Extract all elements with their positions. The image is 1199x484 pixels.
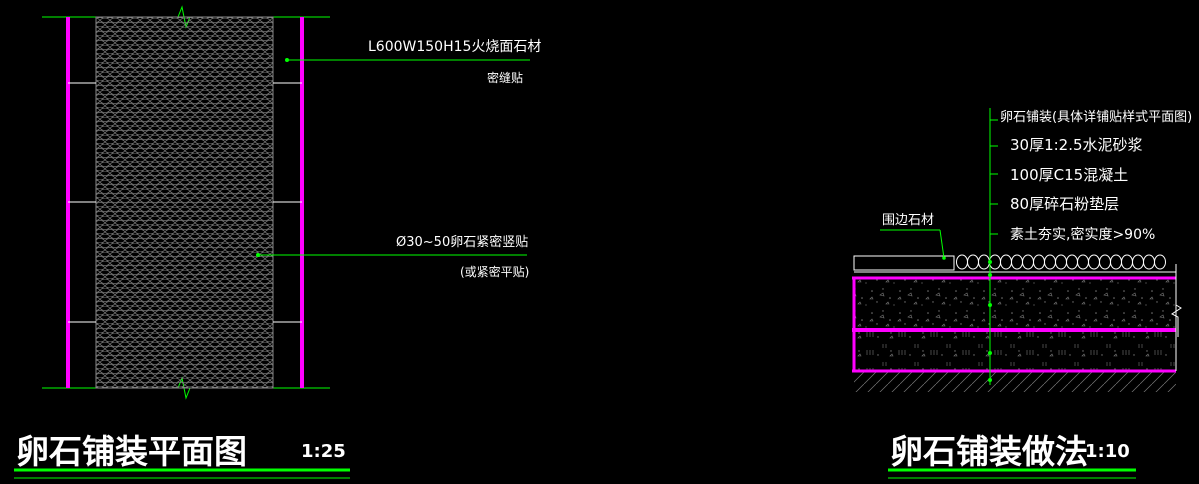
plan-callout-stone: L600W150H15火烧面石材	[368, 39, 541, 55]
plan-callout-pebble: Ø30~50卵石紧密竖贴	[396, 234, 528, 250]
section-pebble	[1011, 254, 1023, 270]
section-title: 卵石铺装做法	[890, 432, 1088, 471]
plan-view: L600W150H15火烧面石材 密缝贴 Ø30~50卵石紧密竖贴 (或紧密平贴…	[14, 5, 541, 479]
section-layer-label-5: 素土夯实,密实度>90%	[1010, 226, 1155, 243]
plan-callout-stone-leader	[285, 58, 530, 62]
section-pebble	[967, 254, 979, 270]
section-soil-layer	[854, 372, 1176, 392]
section-layer-label-4: 80厚碎石粉垫层	[1010, 195, 1119, 213]
section-pebble	[1000, 254, 1012, 270]
section-pebble	[1132, 254, 1144, 270]
section-leader-dots	[988, 260, 992, 382]
section-layer-label-3: 100厚C15混凝土	[1010, 166, 1128, 184]
section-edge-stone	[853, 255, 955, 271]
plan-callout-pebble-note: (或紧密平贴)	[460, 264, 529, 279]
section-scale: 1:10	[1085, 441, 1130, 462]
plan-title: 卵石铺装平面图	[16, 432, 247, 471]
plan-scale: 1:25	[301, 441, 346, 462]
section-pebble	[1088, 254, 1100, 270]
section-layer-label-1: 卵石铺装(具体详铺贴样式平面图)	[1000, 110, 1192, 125]
section-pebble	[1077, 254, 1089, 270]
section-edge-leader	[880, 229, 946, 260]
section-layer-label-2: 30厚1:2.5水泥砂浆	[1010, 136, 1143, 154]
section-view: 卵石铺装(具体详铺贴样式平面图) 30厚1:2.5水泥砂浆 100厚C15混凝土…	[852, 108, 1192, 479]
section-leader-ticks	[990, 119, 998, 235]
section-pebble	[1033, 254, 1045, 270]
section-pebble	[1055, 254, 1067, 270]
section-pebble	[1154, 254, 1166, 270]
section-pebble	[956, 254, 968, 270]
plan-callout-stone-note: 密缝贴	[487, 70, 523, 85]
plan-stone-strip-left	[66, 17, 96, 388]
section-pebble	[1110, 254, 1122, 270]
section-gravel-layer	[854, 330, 1176, 371]
section-pebble	[1099, 254, 1111, 270]
section-pebble	[1022, 254, 1034, 270]
section-concrete-layer	[854, 278, 1176, 330]
section-pebble	[1066, 254, 1078, 270]
section-pebble	[1044, 254, 1056, 270]
plan-stone-strip-right	[273, 17, 304, 388]
section-edge-label: 围边石材	[882, 213, 934, 228]
section-pebble-row	[956, 254, 1166, 270]
section-pebble	[1143, 254, 1155, 270]
plan-callout-pebble-leader	[256, 253, 527, 257]
plan-pebble-field	[95, 16, 274, 389]
section-pebble	[978, 254, 990, 270]
section-break-mark	[1171, 304, 1182, 337]
section-pebble	[1121, 254, 1133, 270]
